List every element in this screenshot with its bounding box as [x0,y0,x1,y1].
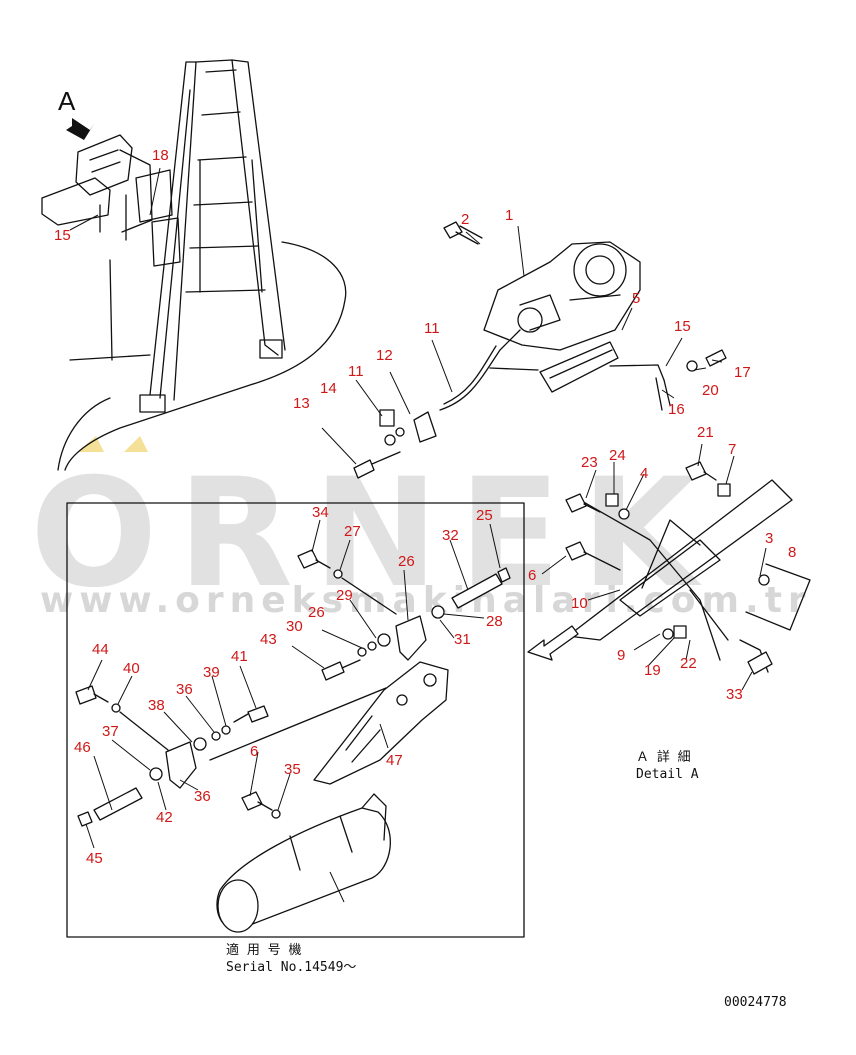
callout-42: 45 [86,850,103,867]
callout-16: 18 [152,147,169,164]
inset-serial-variant [66,502,525,938]
callout-28: 31 [454,631,471,648]
callout-37: 46 [74,739,91,756]
detail-a: Ａ 詳 細 Detail A [527,443,811,782]
callout-47: 35 [284,761,301,778]
callout-23: 24 [609,447,626,464]
callout-15: 15 [674,318,691,335]
callout-39: 36 [176,681,193,698]
callout-2: 2 [461,211,469,228]
callout-11: 11 [348,363,364,380]
callout-22: 33 [726,686,743,703]
callout-3: 8 [788,544,796,561]
callout-36: 42 [156,809,173,826]
callout-1: 1 [505,207,513,224]
footer-notes: 適 用 号 機 Serial No.14549～ 00024778 [226,942,787,1010]
callout-6: 10 [571,595,588,612]
callout-numbers: 18 15 2 1 5 11 15 17 20 16 12 11 14 13 2… [54,147,796,867]
callout-31: 30 [286,618,303,635]
serial-label-jp: 適 用 号 機 [226,942,301,958]
callout-35: 36 [194,788,211,805]
machine-overview: A [41,59,347,471]
callout-26: 29 [336,587,353,604]
callout-14: 14 [320,380,337,397]
callout-41: 39 [203,664,220,681]
callout-38: 37 [102,723,119,740]
detail-label-en: Detail A [636,767,699,782]
callout-33: 34 [312,504,329,521]
callout-24: 4 [640,465,648,482]
view-marker: A [58,86,76,116]
callout-26: 28 [486,613,503,630]
callout-13: 13 [293,395,310,412]
brake-assembly [321,221,727,479]
doc-number: 00024778 [724,995,787,1010]
watermark-url: www.orneksmakinalari.com.tr [40,580,812,621]
callout-36: 38 [148,697,165,714]
callout-29: 26 [308,604,325,621]
callout-8: 6 [528,567,536,584]
callout-10: 9 [617,647,625,664]
detail-label-jp: Ａ 詳 細 [636,749,691,765]
callout-18: 20 [702,382,719,399]
callout-46: 6 [250,743,258,760]
callout-32: 25 [476,507,493,524]
callout-17: 17 [734,364,751,381]
callout-15: 15 [54,227,71,244]
callout-5: 5 [632,290,640,307]
callout-44: 40 [123,660,140,677]
serial-label-en: Serial No.14549～ [226,960,356,975]
callout-19: 22 [680,655,697,672]
callout-21: 7 [728,441,736,458]
callout-6: 47 [386,752,403,769]
callout-12: 12 [376,347,393,364]
callout-20: 21 [697,424,714,441]
callout-30: 43 [260,631,277,648]
callout-9: 19 [644,662,661,679]
callout-16: 16 [668,401,685,418]
callout-43: 44 [92,641,109,658]
callout-34: 27 [344,523,361,540]
callout-40: 41 [231,648,248,665]
callout-7: 23 [581,454,598,471]
callout-27: 32 [442,527,459,544]
callout-11: 11 [424,320,440,337]
callout-25: 26 [398,553,415,570]
callout-4: 3 [765,530,773,547]
